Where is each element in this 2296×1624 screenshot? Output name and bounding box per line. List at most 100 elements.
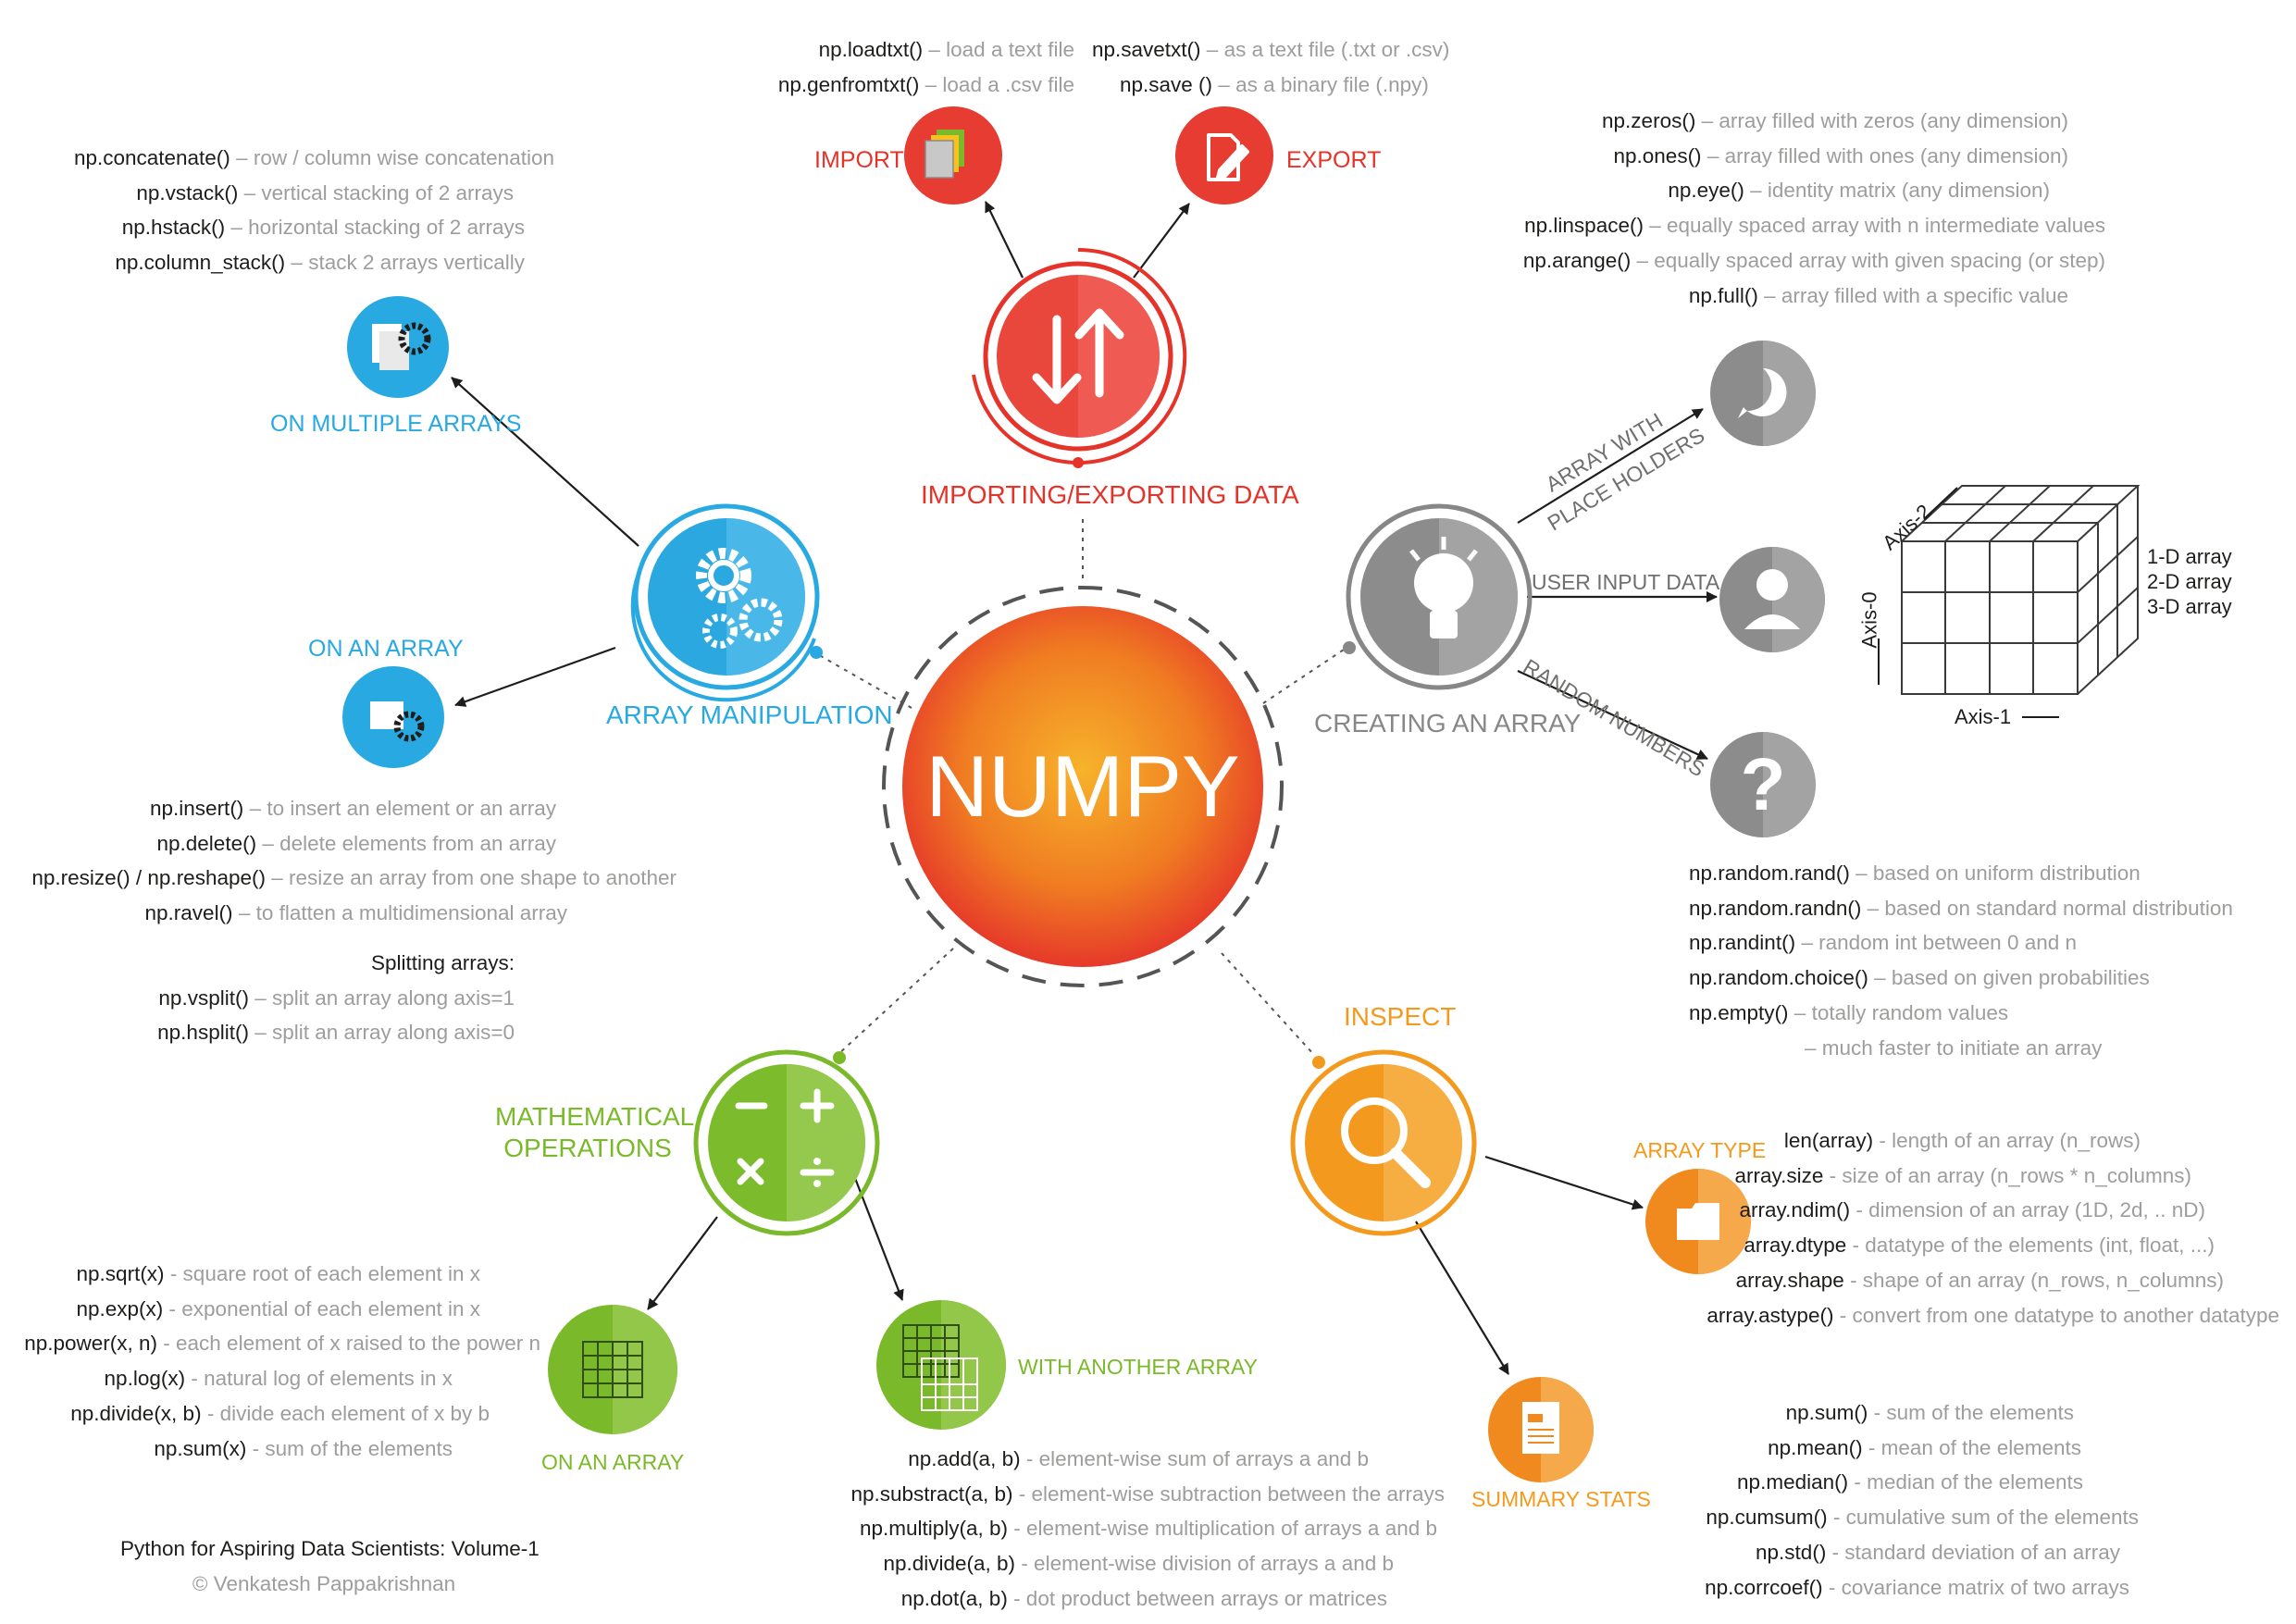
arrow-to-export [1133, 203, 1190, 279]
stats-line-2: np.mean() - mean of the elements [1768, 1435, 2081, 1459]
placeholders-function-list: np.zeros() – array filled with zeros (an… [1523, 104, 2105, 313]
export-line-1: np.savetxt() – as a text file (.txt or .… [1092, 38, 1450, 61]
array-type-line-2: array.size - size of an array (n_rows * … [1734, 1163, 2191, 1187]
random-line-1: np.random.rand() – based on uniform dist… [1689, 862, 2141, 885]
random-line-6: – much faster to initiate an array [1805, 1035, 2103, 1060]
export-circle [1175, 106, 1273, 205]
import-export-arc [972, 248, 1187, 465]
inspect-label: INSPECT [1344, 1002, 1457, 1031]
math-another-function-list: np.add(a, b) - element-wise sum of array… [850, 1442, 1445, 1617]
folder-gear-icon [372, 322, 431, 370]
random-line-5: np.empty() – totally random values [1689, 1000, 2009, 1024]
cube-axis-1: Axis-1 [1955, 705, 2012, 728]
grid-icon [582, 1341, 643, 1398]
stats-line-3: np.median() - median of the elements [1737, 1470, 2083, 1494]
single-line-1: np.insert() – to insert an element or an… [150, 797, 556, 820]
footer-title: Python for Aspiring Data Scientists: Vol… [120, 1537, 540, 1560]
single-line-2: np.delete() – delete elements from an ar… [156, 831, 557, 855]
math-another-line-4: np.divide(a, b) - element-wise division … [883, 1552, 1394, 1576]
arrow-to-summary [1415, 1221, 1509, 1375]
footer-credit: © Venkatesh Pappakrishnan [192, 1571, 456, 1595]
connector-center-manip [813, 651, 912, 709]
divide-dot-bottom [813, 1180, 821, 1187]
multiple-line-3: np.hstack() – horizontal stacking of 2 a… [121, 216, 525, 240]
divide-dot-top [813, 1158, 821, 1165]
single-array-function-list: np.insert() – to insert an element or an… [31, 791, 676, 931]
inspect-half [1384, 1064, 1462, 1221]
connector-center-create [1262, 647, 1347, 704]
stats-line-4: np.cumsum() - cumulative sum of the elem… [1706, 1506, 2139, 1530]
inspect-dot [1312, 1056, 1325, 1069]
create-ring [1346, 503, 1533, 690]
folder-icon [1677, 1203, 1719, 1240]
import-line-1: np.loadtxt() – load a text file [818, 38, 1074, 61]
manip-ring [633, 503, 820, 690]
cube-axis-0: Axis-0 [1857, 591, 1881, 649]
user-input-label: USER INPUT DATA [1532, 570, 1720, 594]
cube-dim-3: 3-D array [2147, 595, 2232, 618]
array-type-function-list: len(array) - length of an array (n_rows)… [1706, 1123, 2279, 1333]
manip-arc [630, 573, 816, 702]
math-dot [833, 1051, 846, 1064]
random-line-4: np.random.choice() – based on given prob… [1689, 966, 2150, 990]
math-single-label: ON AN ARRAY [541, 1450, 685, 1474]
files-icon [925, 130, 964, 179]
single-line-4: np.ravel() – to flatten a multidimension… [144, 901, 567, 925]
arrow-to-import [985, 201, 1024, 279]
summary-stats-label: SUMMARY STATS [1471, 1487, 1651, 1511]
import-export-dot [1073, 457, 1084, 468]
import-label: IMPORT [814, 147, 904, 173]
math-single-line-2: np.exp(x) - exponential of each element … [76, 1296, 480, 1320]
multiple-line-2: np.vstack() – vertical stacking of 2 arr… [136, 180, 514, 205]
arrow-to-math-single [647, 1216, 718, 1310]
math-another-line-1: np.add(a, b) - element-wise sum of array… [908, 1447, 1369, 1470]
import-export-half [1078, 275, 1160, 438]
two-grids-icon [902, 1324, 978, 1411]
array-type-label: ARRAY TYPE [1633, 1138, 1767, 1162]
multiple-line-4: np.column_stack() – stack 2 arrays verti… [115, 251, 525, 275]
cube-dimension-list: 1-D array 2-D array 3-D array [2147, 544, 2232, 619]
placeholder-line-6: np.full() – array filled with a specific… [1688, 283, 2068, 307]
arrow-to-array-type [1484, 1155, 1644, 1210]
math-single-line-1: np.sqrt(x) - square root of each element… [76, 1262, 480, 1285]
placeholder-line-1: np.zeros() – array filled with zeros (an… [1602, 109, 2068, 132]
array-cube [1878, 485, 2141, 718]
math-label-line-1: MATHEMATICAL [495, 1102, 695, 1131]
random-half [1763, 732, 1816, 837]
transfer-arrows-icon [1032, 308, 1124, 404]
array-type-line-4: array.dtype - datatype of the elements (… [1744, 1233, 2215, 1258]
arrow-to-placeholders [1517, 408, 1704, 524]
placeholders-half [1763, 341, 1816, 446]
split-line-1: np.vsplit() – split an array along axis=… [158, 986, 515, 1010]
manip-dot [810, 646, 823, 659]
split-line-2: np.hsplit() – split an array along axis=… [157, 1021, 515, 1045]
array-type-half [1698, 1169, 1751, 1274]
placeholder-line-4: np.linspace() – equally spaced array wit… [1524, 214, 2105, 238]
summary-stats-function-list: np.sum() - sum of the elements np.mean()… [1705, 1395, 2139, 1605]
user-icon [1744, 569, 1800, 629]
arrow-to-math-another [845, 1156, 904, 1301]
speech-bubble-icon [1738, 368, 1787, 418]
connector-center-inspect [1221, 952, 1315, 1056]
cube-dim-1: 1-D array [2147, 545, 2232, 568]
center-label: NUMPY [925, 738, 1240, 835]
folder-gear-small-icon [370, 701, 425, 742]
random-line-3: np.randint() – random int between 0 and … [1689, 931, 2078, 955]
math-another-line-3: np.multiply(a, b) - element-wise multipl… [859, 1517, 1437, 1541]
stats-line-5: np.std() - standard deviation of an arra… [1756, 1540, 2120, 1564]
random-line-2: np.random.randn() – based on standard no… [1689, 896, 2233, 920]
report-icon [1522, 1402, 1559, 1454]
multiple-arrays-label: ON MULTIPLE ARRAYS [270, 411, 522, 437]
create-dot [1343, 641, 1356, 654]
math-single-function-list: np.sqrt(x) - square root of each element… [24, 1257, 540, 1466]
array-type-line-6: array.astype() - convert from one dataty… [1706, 1303, 2279, 1327]
multiple-arrays-function-list: np.concatenate() – row / column wise con… [74, 141, 554, 280]
edit-document-icon [1207, 133, 1249, 181]
math-single-line-3: np.power(x, n) - each element of x raise… [24, 1332, 540, 1356]
cube-dim-2: 2-D array [2147, 570, 2232, 593]
splitting-function-list: Splitting arrays: np.vsplit() – split an… [157, 946, 515, 1050]
arrow-to-multiple [451, 377, 639, 547]
multiple-line-1: np.concatenate() – row / column wise con… [73, 146, 554, 169]
